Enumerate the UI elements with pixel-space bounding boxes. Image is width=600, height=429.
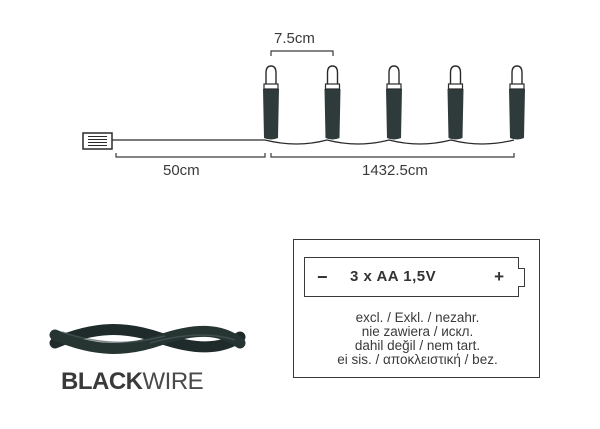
excl-line: ei sis. / αποκλειστική / bez. [337,352,498,367]
wire-type-label: BLACKWIRE [61,368,204,396]
bulb-icon [509,65,525,140]
bulb-icon [324,65,341,140]
lead-length-label: 50cm [163,162,200,179]
bulb-icon [263,65,279,140]
batteries-excluded-note: excl. / Exkl. / nezahr. nie zawiera / ис… [294,311,541,367]
battery-spec: 3 x AA 1,5V [350,268,437,285]
battery-terminal [518,268,525,287]
battery-box-icon [82,132,113,150]
spacing-label: 7.5cm [274,30,315,47]
lead-dimension-line [115,153,266,158]
battery-plus-sign: + [494,267,504,286]
wire-label-bold: BLACK [61,368,143,395]
excl-line: dahil değil / nem tart. [354,338,481,353]
excl-line: nie zawiera / искл. [361,324,474,339]
bulb-icon [447,65,464,140]
bulb-icon [386,65,402,140]
black-wire-sample-icon [49,324,246,354]
string-wire [264,139,515,145]
lit-length-label: 1432.5cm [362,162,428,179]
battery-icon: − 3 x AA 1,5V + [304,257,519,297]
spacing-dimension-line [270,50,334,56]
battery-info-box: − 3 x AA 1,5V + excl. / Exkl. / nezahr. … [293,239,540,378]
lit-length-dimension-line [270,153,515,158]
excl-line: excl. / Exkl. / nezahr. [355,310,480,325]
wire-label-regular: WIRE [142,368,204,395]
bulbs [263,65,525,140]
battery-minus-sign: − [317,267,328,287]
